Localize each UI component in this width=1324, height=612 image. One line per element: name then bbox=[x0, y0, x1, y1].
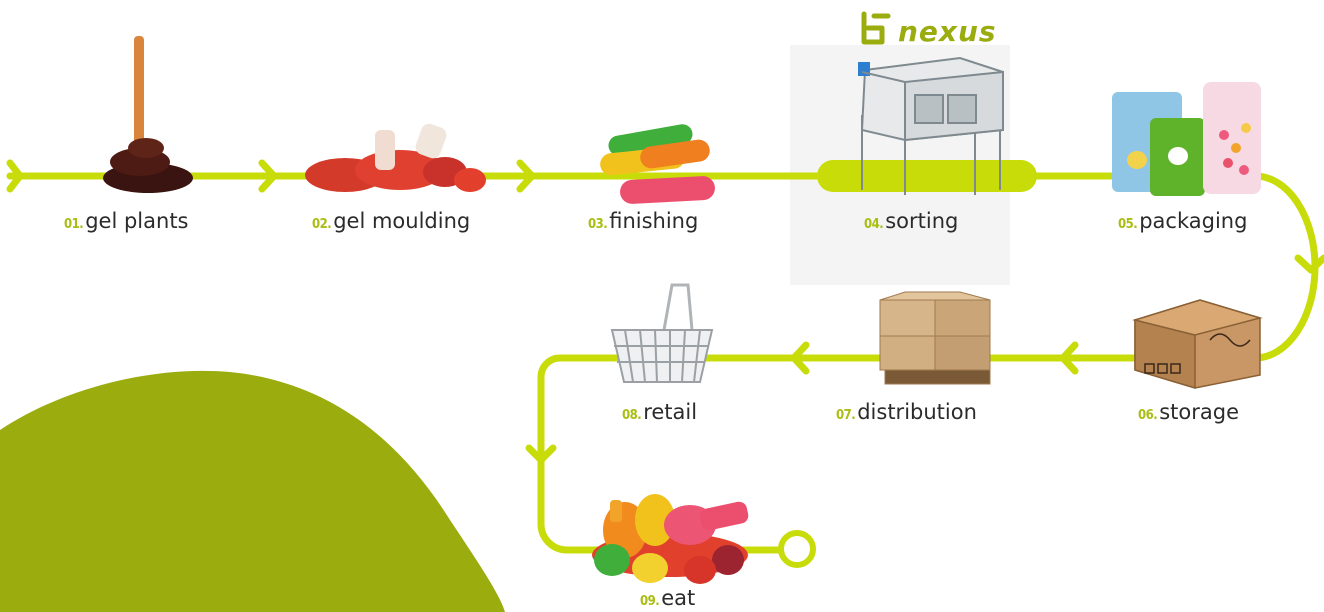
gummy-bottles-icon bbox=[305, 123, 486, 192]
candy-pouches-icon bbox=[1112, 82, 1261, 196]
step-number: 01. bbox=[64, 217, 84, 232]
step-label: finishing bbox=[609, 209, 699, 233]
pallet-boxes-icon bbox=[879, 291, 991, 385]
step-distribution: 07.distribution bbox=[836, 402, 977, 423]
step-number: 08. bbox=[622, 408, 642, 423]
shopping-basket-icon bbox=[610, 283, 714, 383]
nexus-logo-mark bbox=[861, 11, 891, 45]
step-finishing: 03.finishing bbox=[588, 211, 698, 232]
flow-arrows bbox=[6, 159, 1324, 464]
nexus-logo-text: nexus bbox=[898, 15, 997, 48]
step-label: gel plants bbox=[85, 209, 189, 233]
syrup-drip-icon bbox=[103, 36, 193, 193]
step-label: retail bbox=[643, 400, 698, 424]
sorting-highlight bbox=[817, 160, 1037, 192]
step-label: gel moulding bbox=[333, 209, 471, 233]
arrow-chevron-6 bbox=[790, 341, 810, 375]
nexus-logo: nexus bbox=[856, 10, 1016, 48]
step-number: 04. bbox=[864, 217, 884, 232]
step-number: 09. bbox=[640, 594, 660, 609]
step-label: packaging bbox=[1139, 209, 1248, 233]
step-number: 07. bbox=[836, 408, 856, 423]
step-retail: 08.retail bbox=[622, 402, 697, 423]
sour-gummy-sticks-icon bbox=[600, 124, 715, 204]
flow-end-circle bbox=[778, 530, 816, 568]
arrow-chevron-1 bbox=[6, 159, 24, 193]
step-number: 02. bbox=[312, 217, 332, 232]
step-number: 06. bbox=[1138, 408, 1158, 423]
cardboard-box-icon bbox=[1132, 299, 1263, 390]
arrow-chevron-5 bbox=[1059, 341, 1079, 375]
flow-path bbox=[6, 172, 1319, 554]
step-eat: 09.eat bbox=[640, 588, 695, 609]
decorative-blob bbox=[0, 370, 505, 612]
step-label: sorting bbox=[885, 209, 959, 233]
step-storage: 06.storage bbox=[1138, 402, 1239, 423]
step-label: storage bbox=[1159, 400, 1239, 424]
step-gel-moulding: 02.gel moulding bbox=[312, 211, 470, 232]
step-gel-plants: 01.gel plants bbox=[64, 211, 189, 232]
arrow-chevron-3 bbox=[516, 159, 536, 193]
step-number: 03. bbox=[588, 217, 608, 232]
sorting-machine-icon bbox=[858, 56, 1004, 195]
step-number: 05. bbox=[1118, 217, 1138, 232]
arrow-chevron-2 bbox=[258, 159, 278, 193]
arrow-chevron-4 bbox=[1294, 254, 1324, 274]
arrow-chevron-7 bbox=[525, 444, 557, 464]
gummy-pile-icon bbox=[592, 494, 749, 584]
step-packaging: 05.packaging bbox=[1118, 211, 1247, 232]
step-label: distribution bbox=[857, 400, 977, 424]
step-label: eat bbox=[661, 586, 696, 610]
step-sorting: 04.sorting bbox=[864, 211, 958, 232]
